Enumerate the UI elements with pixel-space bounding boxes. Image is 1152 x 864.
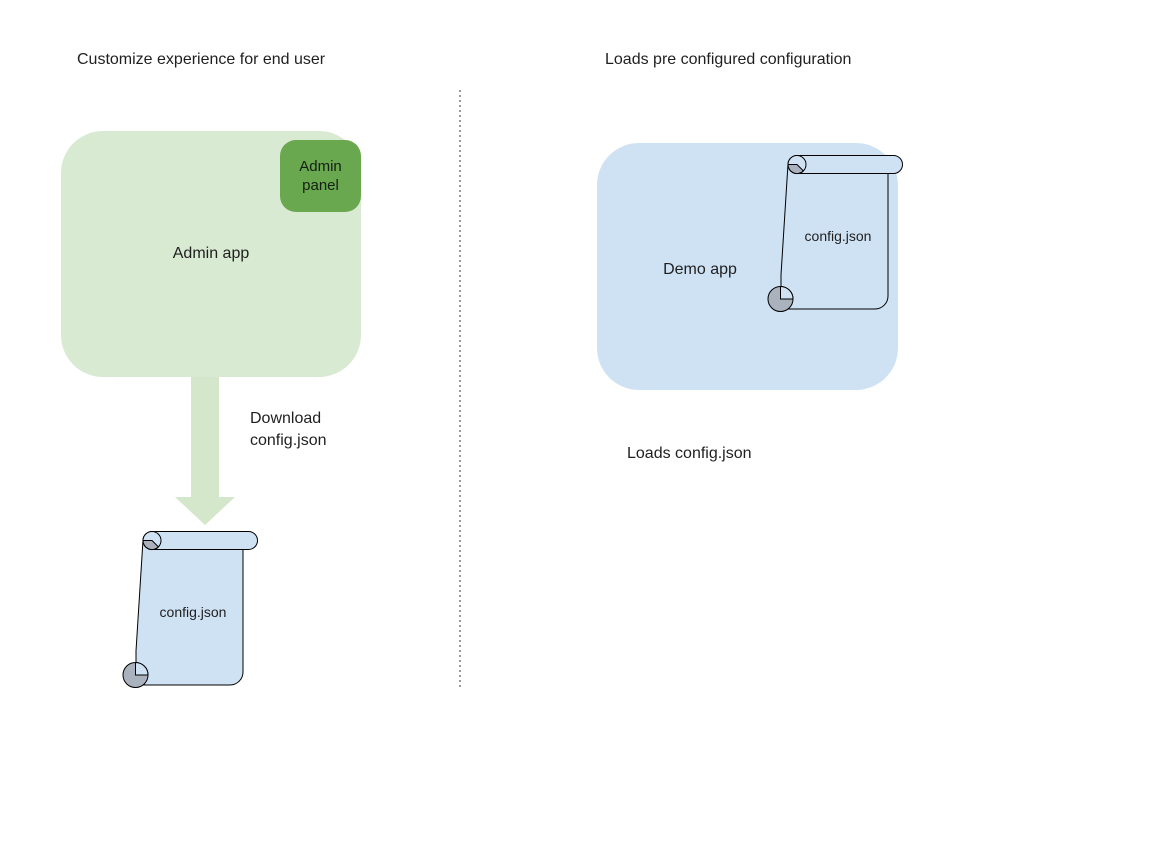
left-section-title: Customize experience for end user <box>77 51 326 68</box>
config-file-left-label: config.json <box>159 604 227 620</box>
admin-app-label: Admin app <box>172 245 250 262</box>
down-arrow-icon <box>175 377 235 525</box>
config-file-right: config.json <box>767 155 903 312</box>
download-config-label: Download config.json <box>250 410 327 449</box>
right-section-title: Loads pre configured configuration <box>605 51 852 68</box>
config-file-left: config.json <box>122 531 258 688</box>
loads-config-caption: Loads config.json <box>627 445 752 462</box>
download-arrow <box>175 377 235 527</box>
admin-panel-box: Admin panel <box>280 140 361 212</box>
demo-app-label: Demo app <box>663 261 737 278</box>
section-divider <box>459 90 461 687</box>
config-file-right-label: config.json <box>804 228 872 244</box>
